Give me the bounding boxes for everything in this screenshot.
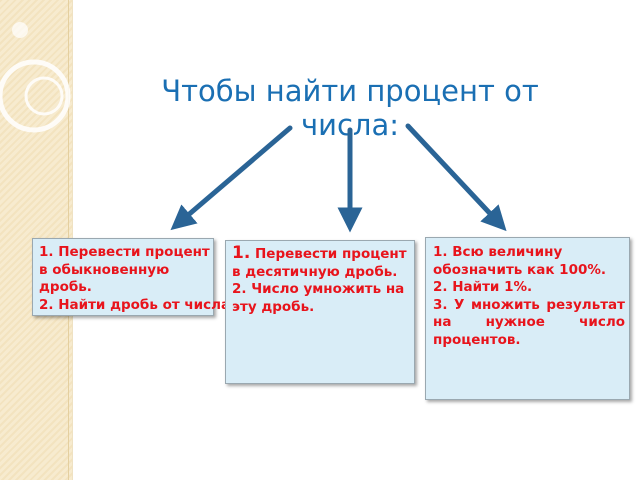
decorative-dot bbox=[12, 22, 28, 38]
step-text: 2. Найти 1%. bbox=[433, 279, 533, 295]
step-text: 2. Найти дробь от числа. bbox=[39, 296, 236, 313]
step-text: 2. Число умножить на эту дробь. bbox=[232, 281, 405, 315]
decorative-ring bbox=[0, 59, 71, 133]
step-text: 1. Перевести процент в обыкновенную дроб… bbox=[39, 244, 210, 295]
method-box-fraction: 1. Перевести процент в обыкновенную дроб… bbox=[32, 238, 235, 316]
arrow-right bbox=[405, 123, 507, 232]
method-box-one-percent: 1. Всю величину обозначить как 100%. 2. … bbox=[425, 237, 630, 400]
step-text: 1. Всю величину обозначить как 100%. bbox=[433, 244, 607, 278]
method-box-decimal: 1. Перевести процент в десятичную дробь.… bbox=[225, 240, 415, 384]
decorative-circles bbox=[0, 22, 71, 133]
step-number: 1. bbox=[232, 243, 251, 263]
step-text: 3. У множить результат на нужное число п… bbox=[433, 296, 625, 348]
arrow-left bbox=[170, 125, 293, 231]
step-text: Перевести процент в десятичную дробь. bbox=[232, 246, 407, 280]
decorative-ring bbox=[24, 76, 64, 116]
